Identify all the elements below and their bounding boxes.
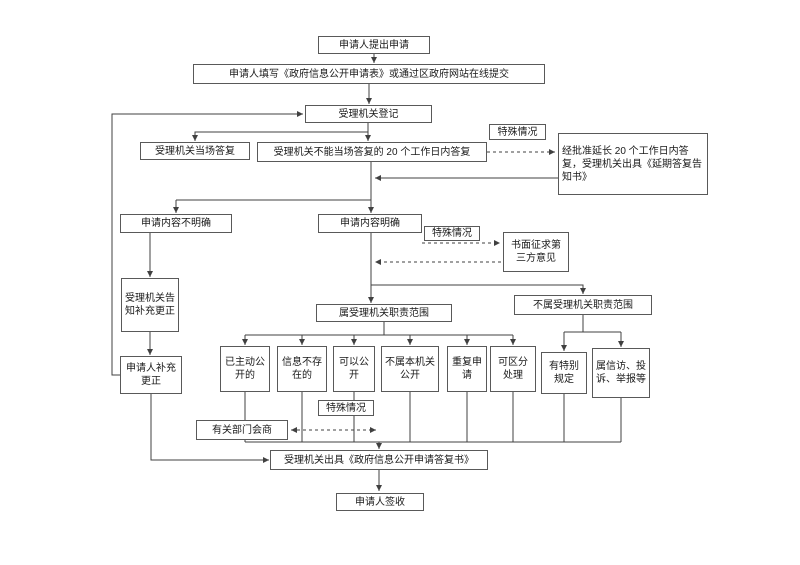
node-petition: 属信访、投诉、举报等 [592, 348, 650, 398]
node-not-exist: 信息不存在的 [277, 346, 327, 392]
node-register: 受理机关登记 [305, 105, 432, 123]
node-already-public: 已主动公开的 [220, 346, 270, 392]
node-out-scope: 不属受理机关职责范围 [514, 295, 652, 315]
node-content-clear: 申请内容明确 [318, 214, 422, 233]
node-extension: 经批准延长 20 个工作日内答复，受理机关出具《延期答复告知书》 [558, 133, 708, 195]
node-onspot-reply: 受理机关当场答复 [140, 142, 250, 160]
node-separable: 可区分处理 [490, 346, 536, 392]
node-reply-20days: 受理机关不能当场答复的 20 个工作日内答复 [257, 142, 487, 162]
node-can-public: 可以公开 [333, 346, 375, 392]
node-sign: 申请人签收 [336, 493, 424, 511]
node-not-this-org: 不属本机关公开 [381, 346, 439, 392]
node-special-rules: 有特别规定 [541, 352, 587, 394]
node-content-unclear: 申请内容不明确 [120, 214, 232, 233]
node-special-case-1: 特殊情况 [489, 124, 546, 140]
node-applicant-supplement: 申请人补充更正 [120, 356, 182, 394]
node-notify-supplement: 受理机关告知补充更正 [121, 278, 179, 332]
node-fill-form: 申请人填写《政府信息公开申请表》或通过区政府网站在线提交 [193, 64, 545, 84]
node-special-case-3: 特殊情况 [318, 400, 374, 416]
node-special-case-2: 特殊情况 [424, 226, 480, 241]
node-in-scope: 属受理机关职责范围 [316, 304, 452, 322]
node-reply-doc: 受理机关出具《政府信息公开申请答复书》 [270, 450, 488, 470]
node-repeat-apply: 重复申请 [447, 346, 487, 392]
node-third-party: 书面征求第三方意见 [503, 232, 569, 272]
node-consult: 有关部门会商 [196, 420, 288, 440]
node-submit: 申请人提出申请 [318, 36, 430, 54]
